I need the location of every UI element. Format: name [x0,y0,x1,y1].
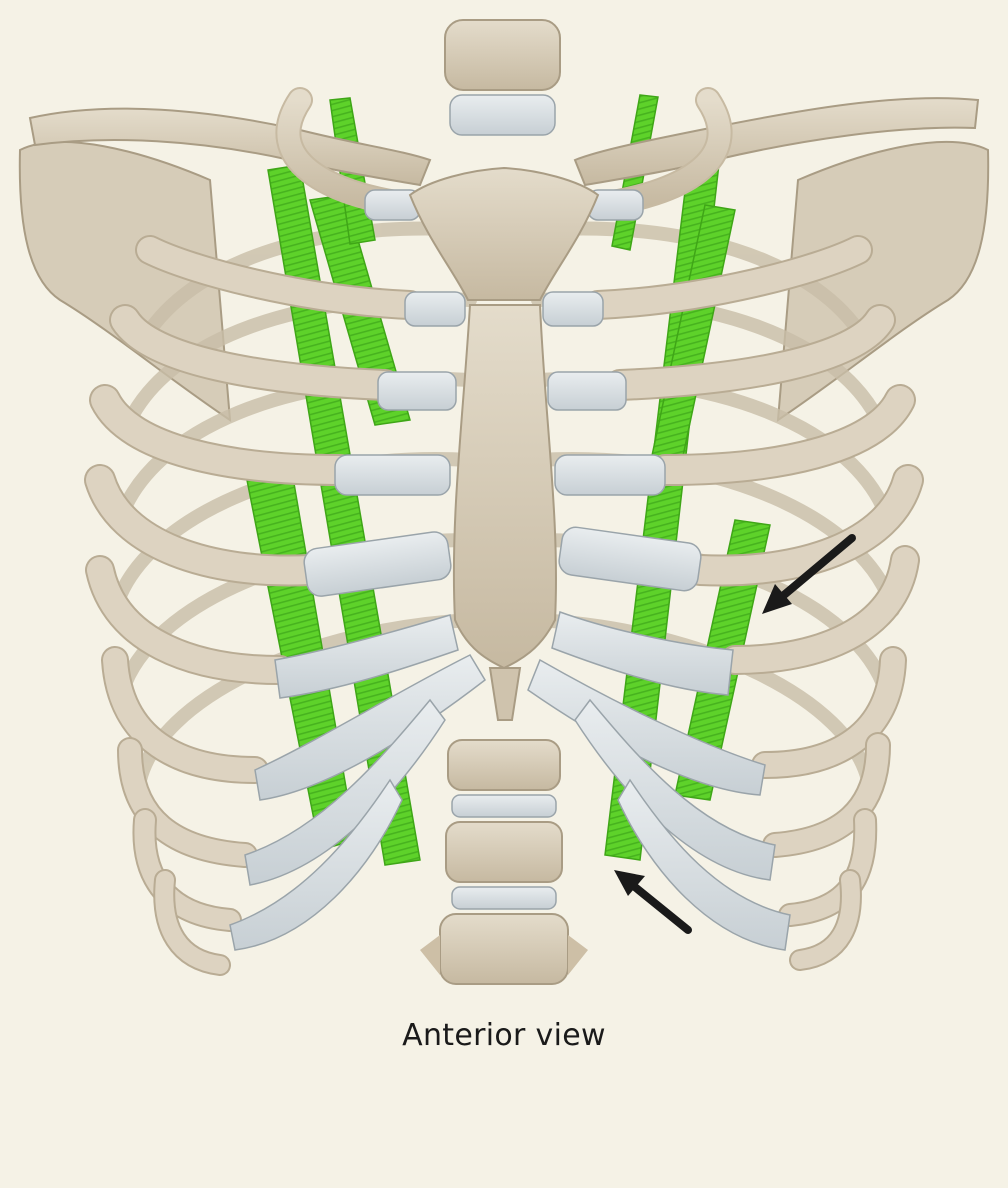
costal-cartilages [229,189,791,951]
arrow-down-left-icon [762,534,856,614]
rib-cage-illustration [18,19,990,985]
vertebral-column [420,19,588,985]
arrow-up-left-icon [614,870,692,934]
sternum [408,166,600,721]
right-clavicle [573,97,980,187]
figure-caption: Anterior view [402,1018,606,1053]
left-ribs [84,87,425,976]
left-clavicle [28,107,432,187]
